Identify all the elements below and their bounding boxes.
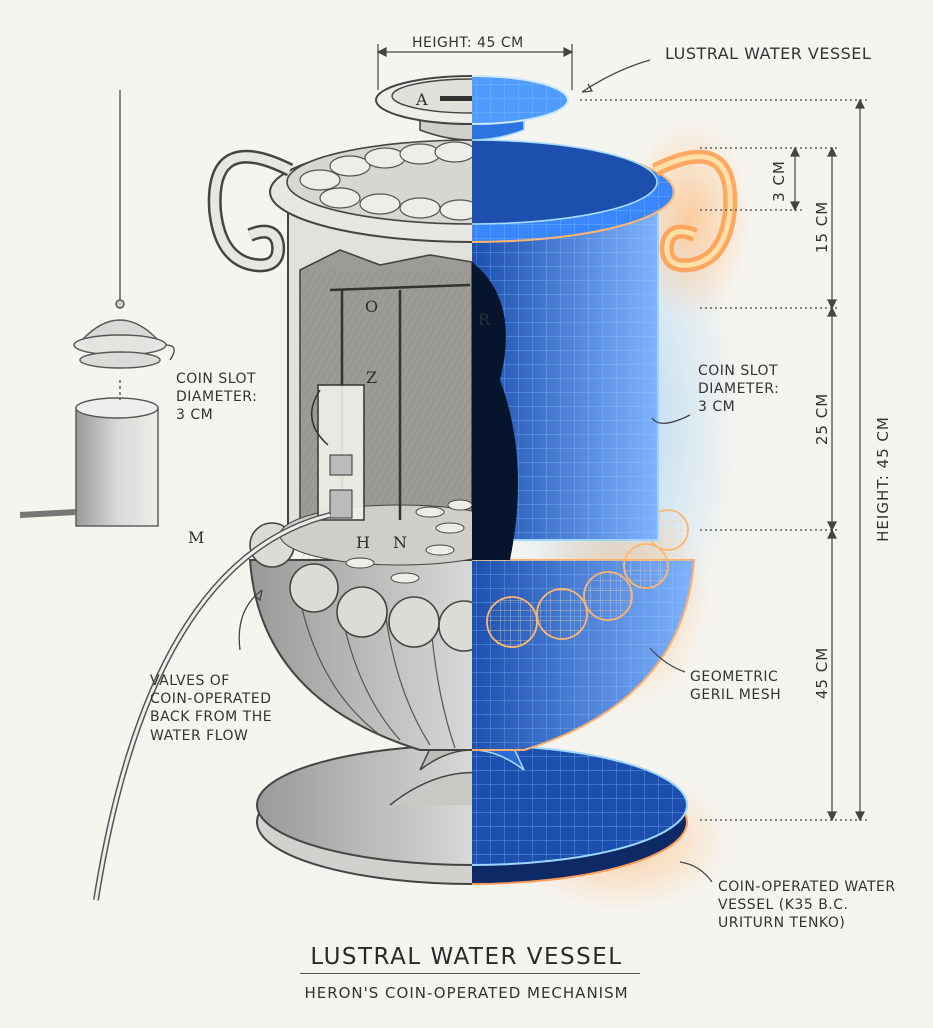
- coin-slot-right-line-1: COIN SLOT: [698, 363, 779, 379]
- leader-arrows: [165, 59, 713, 883]
- coin-slot-left-label: COIN SLOT DIAMETER: 3 CM: [176, 370, 257, 425]
- wireframe-half: [472, 75, 750, 910]
- valves-line-1: VALVES OF: [150, 673, 230, 689]
- vessel-note-line-2: VESSEL (K35 B.C.: [718, 897, 849, 914]
- vessel-note-line-1: COIN-OPERATED WATER: [718, 879, 896, 895]
- dim-3cm: 3 CM: [769, 160, 788, 202]
- letter-h: H: [356, 533, 370, 552]
- hanging-apparatus: [19, 90, 167, 527]
- dim-15cm: 15 CM: [813, 200, 832, 254]
- dim-25cm: 25 CM: [813, 392, 832, 446]
- coin-slot-right-label: COIN SLOT DIAMETER: 3 CM: [698, 362, 779, 417]
- mesh-line-1: GEOMETRIC: [690, 669, 779, 685]
- coin-slot-left-line-2: DIAMETER:: [176, 389, 258, 406]
- vessel-note-line-3: URITURN TENKO): [718, 915, 846, 932]
- title-underline: [300, 973, 640, 974]
- title-top-right: LUSTRAL WATER VESSEL: [665, 44, 872, 63]
- valves-line-4: WATER FLOW: [150, 727, 249, 744]
- dimension-lines: [376, 44, 870, 822]
- dim-45cm: 45 CM: [813, 646, 832, 700]
- letter-r: R: [478, 310, 491, 329]
- height-top-label: HEIGHT: 45 CM: [412, 35, 524, 51]
- coin-slot-left-line-3: 3 CM: [176, 407, 214, 424]
- vessel-note-label: COIN-OPERATED WATER VESSEL (K35 B.C. URI…: [718, 878, 896, 933]
- main-title: LUSTRAL WATER VESSEL: [310, 944, 623, 970]
- letter-a: A: [416, 90, 428, 109]
- valves-label: VALVES OF COIN-OPERATED BACK FROM THE WA…: [150, 672, 272, 745]
- letter-n: N: [393, 533, 407, 552]
- pencil-sketch-half: [93, 75, 472, 901]
- coin-slot-left-line-1: COIN SLOT: [176, 371, 257, 387]
- mesh-line-2: GERIL MESH: [690, 687, 782, 704]
- letter-o: O: [365, 297, 379, 316]
- letter-m: M: [188, 528, 205, 547]
- mesh-label: GEOMETRIC GERIL MESH: [690, 668, 781, 704]
- valves-line-2: COIN-OPERATED: [150, 691, 272, 708]
- valves-line-3: BACK FROM THE: [150, 709, 273, 726]
- subtitle: HERON'S COIN-OPERATED MECHANISM: [304, 984, 629, 1002]
- letter-z: Z: [366, 368, 378, 387]
- dim-overall-height: HEIGHT: 45 CM: [873, 416, 892, 542]
- coin-slot-right-line-2: DIAMETER:: [698, 381, 780, 398]
- coin-slot-right-line-3: 3 CM: [698, 399, 736, 416]
